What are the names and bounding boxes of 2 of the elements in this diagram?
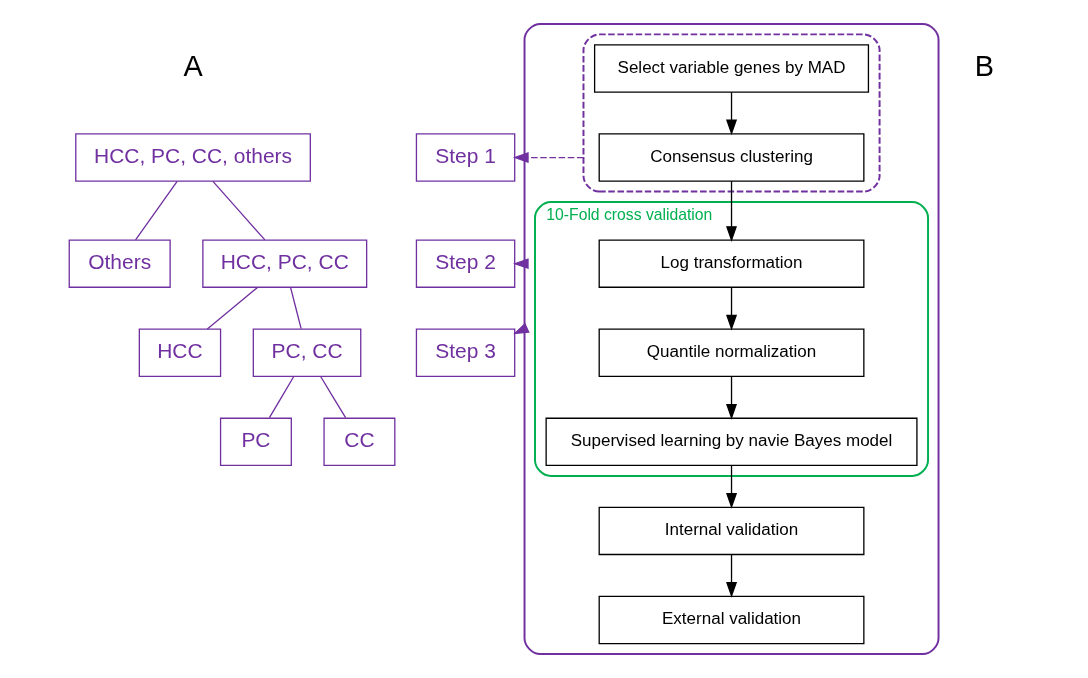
label: A <box>182 49 203 82</box>
label: B <box>974 49 994 82</box>
